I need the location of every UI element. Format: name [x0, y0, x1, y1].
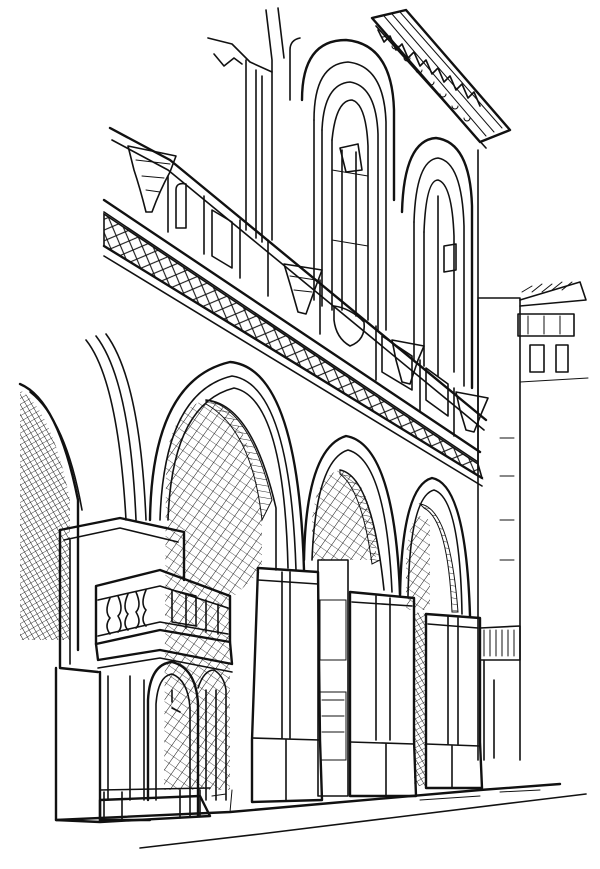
balcony-bracket-4	[455, 391, 489, 433]
arch-3-shadow	[414, 612, 426, 786]
balcony-bracket-3	[391, 339, 425, 385]
background-building	[477, 281, 589, 761]
balcony-bracket-1	[127, 145, 177, 213]
pier-1	[250, 566, 324, 804]
arch-far-left	[18, 333, 147, 652]
loggia-balusters	[106, 589, 219, 635]
pier-3	[424, 612, 484, 790]
upper-arched-window-1	[289, 37, 396, 331]
arcade	[18, 333, 484, 804]
balcony	[102, 126, 489, 487]
arch-1	[148, 360, 306, 790]
upper-arched-window-2	[400, 136, 474, 390]
corner-loggia	[54, 516, 234, 824]
arch-2	[302, 434, 402, 596]
inner-doorway	[317, 559, 349, 797]
ground	[54, 782, 587, 849]
upper-facade	[207, 7, 512, 471]
cornice-dentils	[377, 29, 481, 122]
arch-3	[398, 476, 472, 618]
balcony-bracket-2	[283, 263, 323, 315]
pier-2	[348, 590, 418, 798]
